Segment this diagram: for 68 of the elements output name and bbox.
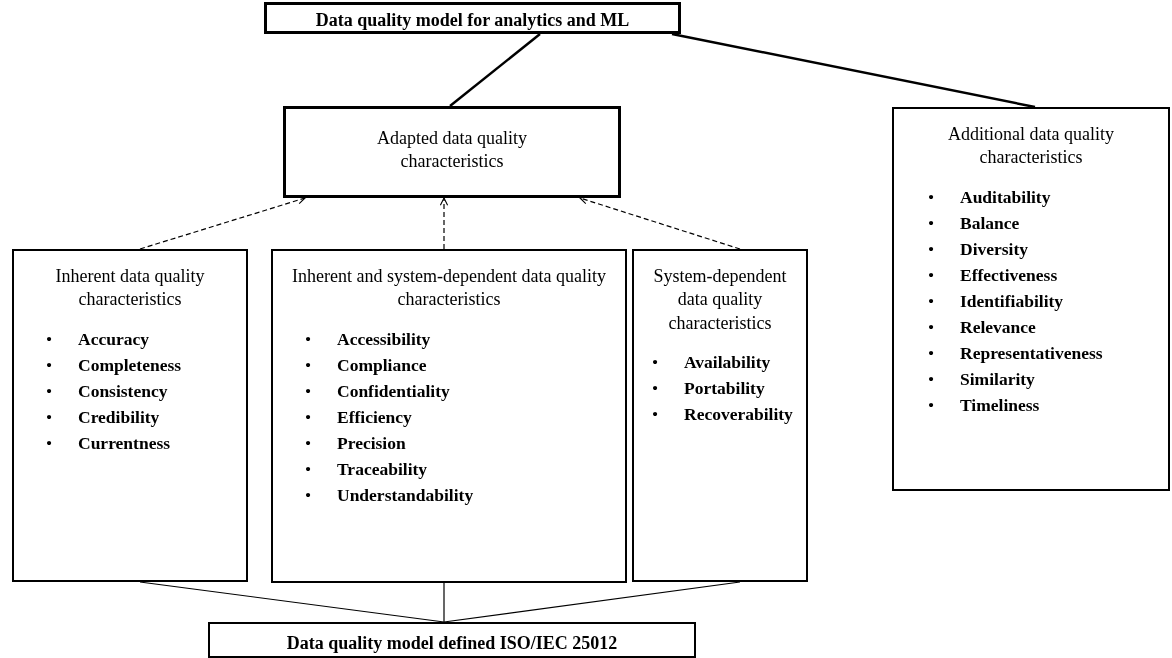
list-item: Understandability [337, 483, 474, 507]
bullet-marker: • [305, 327, 313, 351]
connector-line [671, 32, 1036, 109]
heading-text: Inherent data quality characteristics [54, 265, 206, 312]
bullet-marker: • [46, 431, 54, 455]
list-item: Accessibility [337, 327, 431, 351]
bullet-marker: • [928, 315, 936, 339]
list-item: Efficiency [337, 405, 412, 429]
bullet-marker: • [928, 211, 936, 235]
heading-text: Data quality model defined ISO/IEC 25012 [285, 632, 619, 655]
bullet-marker: • [928, 393, 936, 417]
list-item: Timeliness [960, 393, 1040, 417]
bullet-marker: • [652, 377, 660, 401]
category-box [12, 249, 248, 582]
list-item: Traceability [337, 457, 428, 481]
connector-line [449, 33, 541, 107]
list-item: Auditability [960, 185, 1051, 209]
arrow [439, 197, 449, 250]
heading-text: System-dependent data quality characteristics [652, 265, 788, 335]
arrow [139, 196, 306, 250]
category-box [271, 249, 627, 583]
list-item: Similarity [960, 367, 1035, 391]
bullet-marker: • [305, 483, 313, 507]
bullet-marker: • [305, 379, 313, 403]
heading-text: Data quality model for analytics and ML [314, 9, 631, 32]
list-item: Confidentiality [337, 379, 450, 403]
list-item: Relevance [960, 315, 1036, 339]
category-box [892, 107, 1170, 491]
bullet-marker: • [305, 353, 313, 377]
list-item: Currentness [78, 431, 171, 455]
list-item: Effectiveness [960, 263, 1058, 287]
title-box [283, 106, 621, 198]
connector-line [443, 582, 445, 623]
list-item: Recoverability [684, 403, 793, 427]
arrow [579, 196, 741, 250]
heading-text: Adapted data quality characteristics [376, 127, 528, 174]
bullet-marker: • [305, 457, 313, 481]
list-item: Credibility [78, 405, 160, 429]
bullet-marker: • [46, 379, 54, 403]
bullet-marker: • [928, 185, 936, 209]
bullet-marker: • [305, 431, 313, 455]
bullet-marker: • [928, 367, 936, 391]
bullet-marker: • [46, 405, 54, 429]
bullet-marker: • [652, 351, 660, 375]
category-box [632, 249, 808, 582]
list-item: Identifiability [960, 289, 1064, 313]
list-item: Availability [684, 351, 771, 375]
title-box [208, 622, 696, 658]
bullet-marker: • [46, 327, 54, 351]
bullet-marker: • [46, 353, 54, 377]
list-item: Completeness [78, 353, 182, 377]
list-item: Accuracy [78, 327, 149, 351]
title-box [264, 2, 681, 34]
list-item: Balance [960, 211, 1020, 235]
list-item: Representativeness [960, 341, 1103, 365]
list-item: Diversity [960, 237, 1029, 261]
bullet-marker: • [928, 341, 936, 365]
list-item: Portability [684, 377, 765, 401]
list-item: Consistency [78, 379, 168, 403]
list-item: Compliance [337, 353, 427, 377]
bullet-marker: • [928, 237, 936, 261]
heading-text: Inherent and system-dependent data quality characteristics [291, 265, 607, 312]
list-item: Precision [337, 431, 406, 455]
bullet-marker: • [928, 289, 936, 313]
heading-text: Additional data quality characteristics [947, 123, 1115, 170]
bullet-marker: • [928, 263, 936, 287]
bullet-marker: • [652, 403, 660, 427]
bullet-marker: • [305, 405, 313, 429]
